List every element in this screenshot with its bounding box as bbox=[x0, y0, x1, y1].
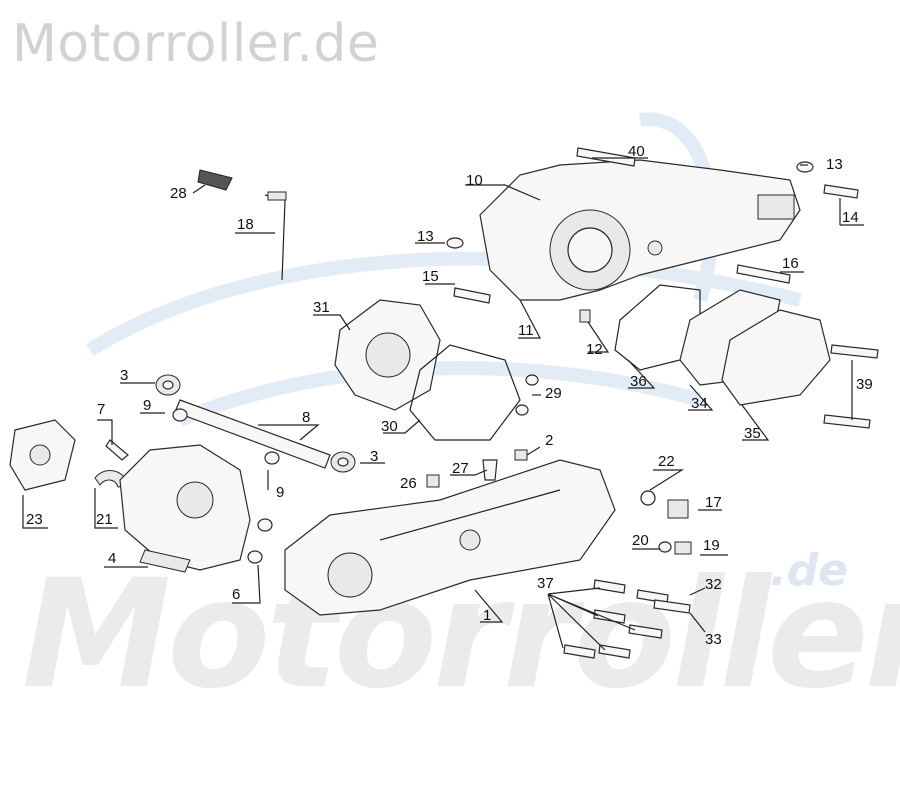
part-40-bolt bbox=[576, 147, 636, 167]
part-19-bolt bbox=[674, 541, 692, 555]
callout-3: 3 bbox=[120, 367, 128, 384]
callout-18: 18 bbox=[237, 216, 254, 233]
part-27-bolt bbox=[482, 459, 498, 481]
callout-40: 40 bbox=[628, 143, 645, 160]
part-39-bolt bbox=[823, 344, 879, 429]
part-28-bolt bbox=[197, 169, 233, 191]
callout-32: 32 bbox=[705, 576, 722, 593]
callout-4: 4 bbox=[108, 550, 116, 567]
part-26-plug bbox=[426, 474, 440, 488]
callout-22: 22 bbox=[658, 453, 675, 470]
part-18-gauge bbox=[264, 191, 287, 281]
callout-14: 14 bbox=[842, 209, 859, 226]
part-8-shaft bbox=[174, 399, 331, 469]
callout-8: 8 bbox=[302, 409, 310, 426]
part-4-case bbox=[119, 444, 251, 573]
callout-23: 23 bbox=[26, 511, 43, 528]
callout-2: 2 bbox=[545, 432, 553, 449]
callout-21: 21 bbox=[96, 511, 113, 528]
callout-20: 20 bbox=[632, 532, 649, 549]
part-3-bearing bbox=[155, 374, 356, 473]
part-12-pin bbox=[579, 309, 591, 323]
callout-15: 15 bbox=[422, 268, 439, 285]
part-32-33-bolts bbox=[563, 579, 691, 659]
callout-17: 17 bbox=[705, 494, 722, 511]
part-9-washer bbox=[172, 408, 280, 465]
site-title: Motorroller.de bbox=[12, 14, 380, 74]
callout-9b: 9 bbox=[276, 484, 284, 501]
part-10-cover bbox=[479, 159, 801, 301]
part-30-gasket bbox=[409, 344, 521, 441]
callout-3b: 3 bbox=[370, 448, 378, 465]
callout-7: 7 bbox=[97, 401, 105, 418]
callout-19: 19 bbox=[703, 537, 720, 554]
part-16-bolt bbox=[736, 264, 791, 284]
part-23-plate bbox=[9, 419, 76, 491]
part-35-cover bbox=[721, 309, 831, 406]
part-31-housing bbox=[334, 299, 441, 411]
part-2-pin bbox=[514, 449, 528, 461]
callout-10: 10 bbox=[466, 172, 483, 189]
callout-28: 28 bbox=[170, 185, 187, 202]
callout-34: 34 bbox=[691, 395, 708, 412]
part-17-plug bbox=[667, 499, 689, 519]
part-1-crankcase bbox=[284, 459, 616, 616]
part-7-pin bbox=[105, 439, 129, 461]
callout-9: 9 bbox=[143, 397, 151, 414]
part-22-oring bbox=[640, 490, 656, 506]
leader-lines bbox=[22, 157, 864, 651]
callout-36: 36 bbox=[630, 373, 647, 390]
callout-6: 6 bbox=[232, 586, 240, 603]
callout-35: 35 bbox=[744, 425, 761, 442]
callout-12: 12 bbox=[586, 341, 603, 358]
callout-16: 16 bbox=[782, 255, 799, 272]
callout-30: 30 bbox=[381, 418, 398, 435]
part-20-washer bbox=[658, 541, 672, 553]
callout-11: 11 bbox=[518, 322, 534, 339]
part-15-bolt bbox=[453, 287, 491, 304]
part-29-pin bbox=[515, 374, 539, 416]
part-14-bolt bbox=[823, 184, 859, 199]
callout-39: 39 bbox=[856, 376, 873, 393]
callout-labels: 1 2 3 3 4 6 7 8 9 9 10 11 12 13 13 14 15… bbox=[26, 143, 873, 648]
callout-27: 27 bbox=[452, 460, 469, 477]
watermark-suffix: .de bbox=[770, 545, 849, 596]
callout-1: 1 bbox=[483, 607, 491, 624]
part-6-pin bbox=[247, 518, 273, 564]
callout-29: 29 bbox=[545, 385, 562, 402]
callout-33: 33 bbox=[705, 631, 722, 648]
callout-37: 37 bbox=[537, 575, 554, 592]
callout-13b: 13 bbox=[826, 156, 843, 173]
callout-13: 13 bbox=[417, 228, 434, 245]
callout-26: 26 bbox=[400, 475, 417, 492]
callout-31: 31 bbox=[313, 299, 330, 316]
watermark-text: Motorroller bbox=[22, 548, 900, 722]
